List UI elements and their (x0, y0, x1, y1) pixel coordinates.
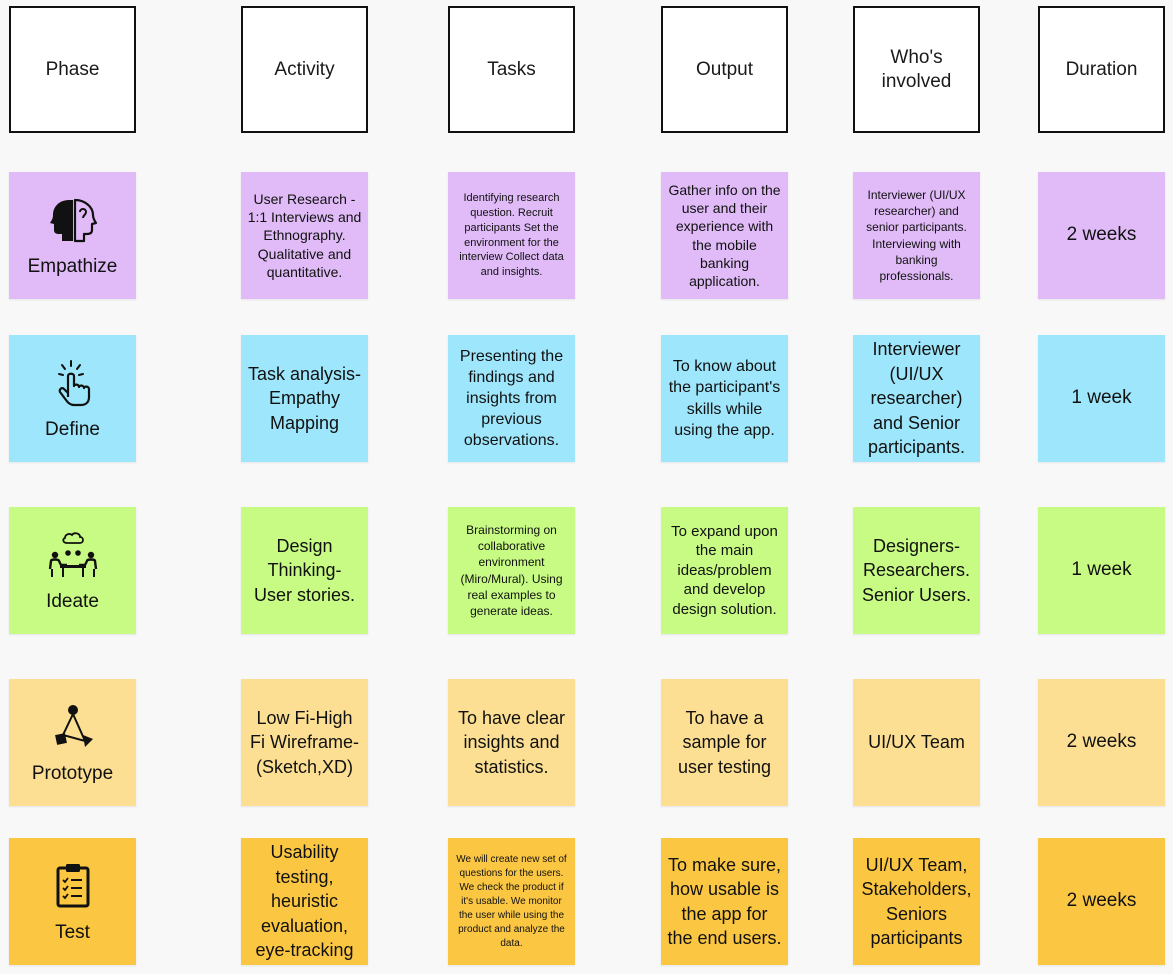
who-card-define: Interviewer (UI/UX researcher) and Senio… (853, 335, 980, 462)
activity-card-test: Usability testing, heuristic evaluation,… (241, 838, 368, 965)
duration-card-empathize: 2 weeks (1038, 172, 1165, 299)
tasks-card-ideate: Brainstorming on collaborative environme… (448, 507, 575, 634)
phase-card-define: Define (9, 335, 136, 462)
tasks-card-empathize: Identifying research question. Recruit p… (448, 172, 575, 299)
phase-card-prototype: Prototype (9, 679, 136, 806)
phase-card-ideate: Ideate (9, 507, 136, 634)
output-card-ideate: To expand upon the main ideas/problem an… (661, 507, 788, 634)
header-activity: Activity (241, 6, 368, 133)
who-card-prototype: UI/UX Team (853, 679, 980, 806)
activity-card-prototype: Low Fi-High Fi Wireframe-(Sketch,XD) (241, 679, 368, 806)
pointing-hand-icon (47, 357, 99, 409)
phase-label: Define (45, 418, 100, 440)
header-output: Output (661, 6, 788, 133)
tasks-card-test: We will create new set of questions for … (448, 838, 575, 965)
shapes-icon (47, 701, 99, 753)
clipboard-checklist-icon (47, 860, 99, 912)
tasks-card-define: Presenting the findings and insights fro… (448, 335, 575, 462)
team-meeting-icon (47, 529, 99, 581)
phase-label: Empathize (27, 255, 118, 277)
duration-card-test: 2 weeks (1038, 838, 1165, 965)
duration-card-prototype: 2 weeks (1038, 679, 1165, 806)
header-duration: Duration (1038, 6, 1165, 133)
output-card-define: To know about the participant's skills w… (661, 335, 788, 462)
output-card-prototype: To have a sample for user testing (661, 679, 788, 806)
phase-label: Test (55, 921, 90, 943)
activity-card-ideate: Design Thinking- User stories. (241, 507, 368, 634)
two-heads-icon (47, 194, 99, 246)
header-tasks: Tasks (448, 6, 575, 133)
who-card-empathize: Interviewer (UI/UX researcher) and senio… (853, 172, 980, 299)
who-card-ideate: Designers- Researchers. Senior Users. (853, 507, 980, 634)
output-card-empathize: Gather info on the user and their experi… (661, 172, 788, 299)
tasks-card-prototype: To have clear insights and statistics. (448, 679, 575, 806)
phase-card-test: Test (9, 838, 136, 965)
who-card-test: UI/UX Team, Stakeholders, Seniors partic… (853, 838, 980, 965)
duration-card-define: 1 week (1038, 335, 1165, 462)
phase-label: Prototype (31, 762, 114, 784)
output-card-test: To make sure, how usable is the app for … (661, 838, 788, 965)
header-whos-involved: Who's involved (853, 6, 980, 133)
header-phase: Phase (9, 6, 136, 133)
activity-card-empathize: User Research - 1:1 Interviews and Ethno… (241, 172, 368, 299)
duration-card-ideate: 1 week (1038, 507, 1165, 634)
phase-label: Ideate (46, 590, 99, 612)
phase-card-empathize: Empathize (9, 172, 136, 299)
activity-card-define: Task analysis- Empathy Mapping (241, 335, 368, 462)
